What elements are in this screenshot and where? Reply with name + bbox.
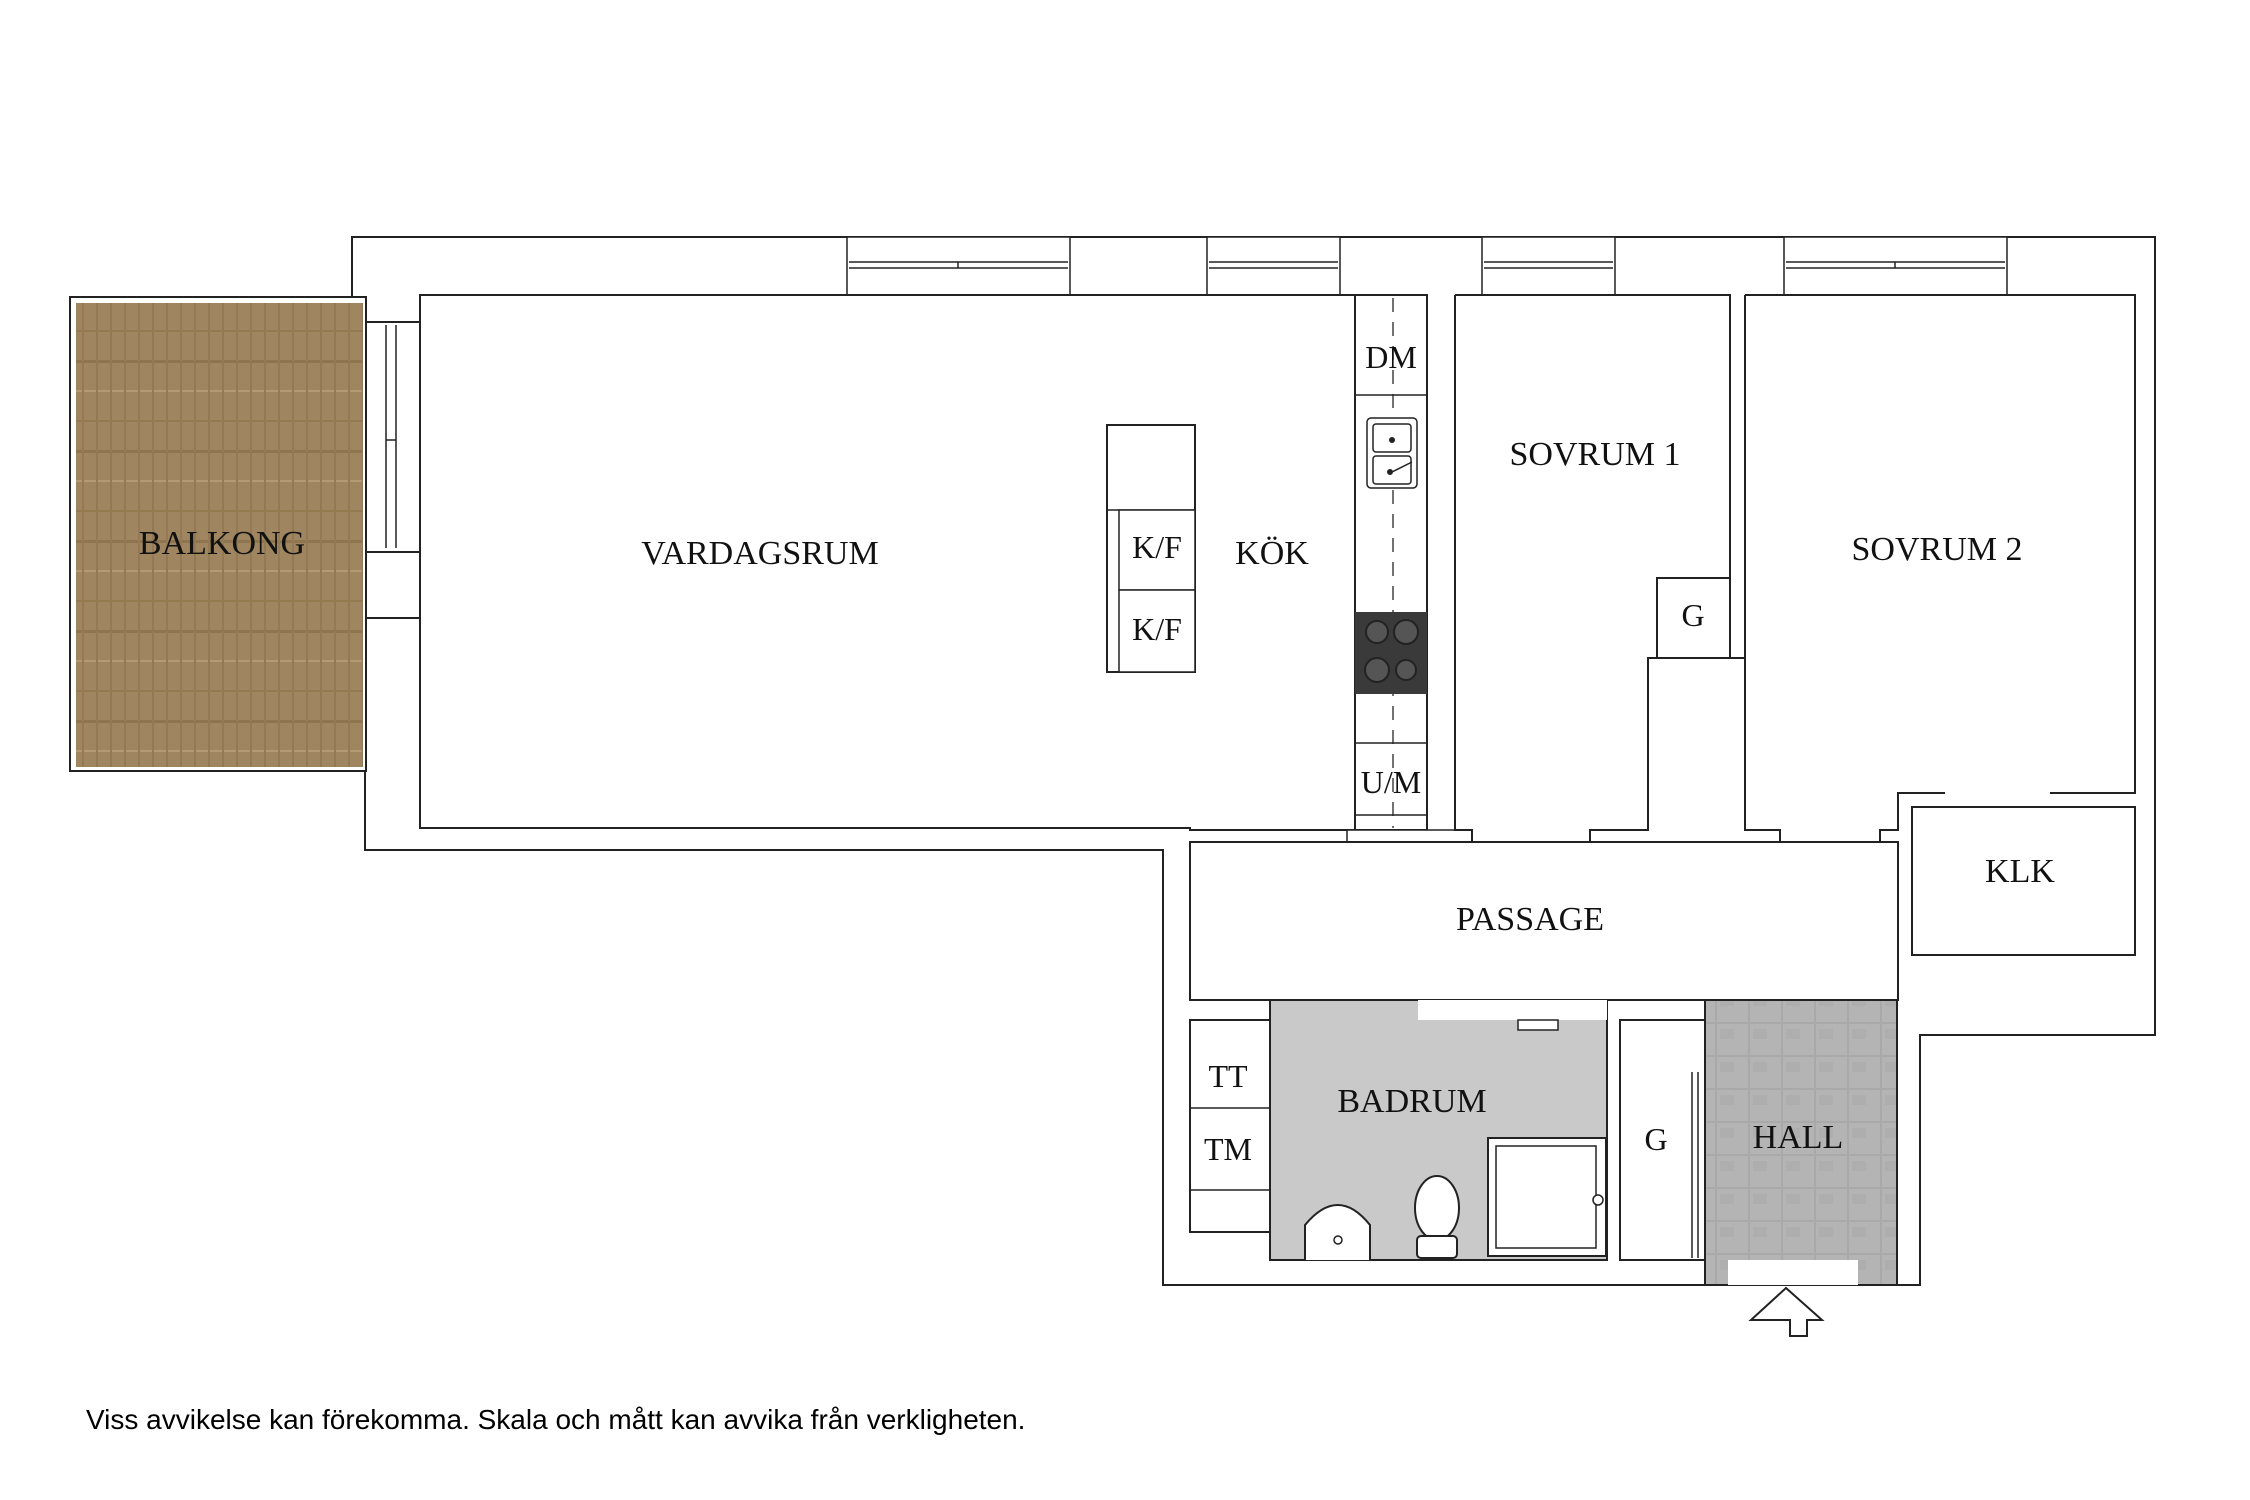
label-fridge-freezer-1: K/F	[1132, 529, 1182, 565]
entrance-arrow-icon	[1748, 1286, 1825, 1337]
kitchen-counter	[1354, 294, 1428, 831]
balcony-floor	[76, 303, 363, 767]
disclaimer-text: Viss avvikelse kan förekomma. Skala och …	[86, 1404, 1026, 1435]
window-living-room	[846, 236, 1071, 296]
window-bedroom-2	[1783, 236, 2008, 296]
label-tumble-dryer: TT	[1208, 1058, 1248, 1094]
window-bedroom-1	[1481, 236, 1616, 296]
washbasin-icon	[1304, 1204, 1371, 1260]
kitchen-sink-icon	[1366, 417, 1418, 489]
walk-in-closet-room	[1911, 806, 2136, 956]
label-wardrobe-hall: G	[1644, 1121, 1667, 1157]
label-wardrobe-bedroom-1: G	[1681, 597, 1704, 633]
room-label-bedroom-1: SOVRUM 1	[1510, 436, 1681, 473]
wardrobe-hall	[1619, 1019, 1706, 1261]
fridge-freezer-2-box	[1118, 589, 1196, 673]
wardrobe-bedroom-1	[1656, 577, 1731, 659]
room-label-bedroom-2: SOVRUM 2	[1852, 531, 2023, 568]
room-label-passage: PASSAGE	[1456, 901, 1604, 938]
label-dishwasher: DM	[1365, 339, 1417, 375]
stove-icon	[1355, 612, 1427, 694]
windows	[846, 236, 2008, 296]
label-washing-machine: TM	[1204, 1131, 1252, 1167]
label-fridge-freezer-2: K/F	[1132, 611, 1182, 647]
room-label-living-room: VARDAGSRUM	[641, 535, 878, 572]
bathroom-outline	[1189, 1019, 1271, 1233]
balcony-door	[365, 321, 421, 553]
room-label-bathroom: BADRUM	[1337, 1083, 1486, 1120]
label-microwave-oven: U/M	[1361, 764, 1421, 800]
room-label-walk-in-closet: KLK	[1985, 853, 2055, 890]
room-label-kitchen: KÖK	[1235, 535, 1309, 572]
room-label-hall: HALL	[1753, 1119, 1844, 1156]
window-kitchen	[1206, 236, 1341, 296]
shower-icon	[1487, 1137, 1607, 1257]
room-label-balcony: BALKONG	[139, 525, 305, 562]
toilet-icon	[1414, 1175, 1460, 1259]
